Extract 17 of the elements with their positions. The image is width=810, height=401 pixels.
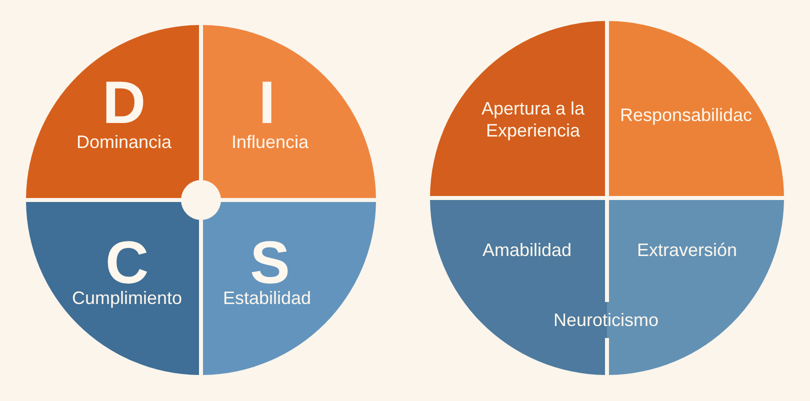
initial-letter: I	[258, 73, 276, 133]
trait-label: Cumplimiento	[72, 288, 182, 310]
initial-letter: D	[102, 73, 146, 133]
quarter-circle-segment	[203, 202, 376, 375]
trait-label: Estabilidad	[222, 288, 312, 310]
quarter-circle-segment	[26, 202, 199, 375]
trait-label: Apertura a la Experiencia	[480, 98, 586, 142]
trait-label: Neuroticismo	[553, 310, 659, 332]
quarter-circle-segment	[609, 21, 784, 196]
trait-label: Amabilidad	[482, 240, 572, 262]
trait-label: Influencia	[231, 132, 309, 154]
trait-label: Extraversión	[636, 240, 738, 262]
trait-label: Responsabilidac	[620, 105, 752, 127]
quarter-circle-segment	[26, 25, 199, 198]
quarter-circle-segment	[203, 25, 376, 198]
quarter-circle-segment	[430, 21, 605, 196]
trait-label: Dominancia	[76, 132, 172, 154]
